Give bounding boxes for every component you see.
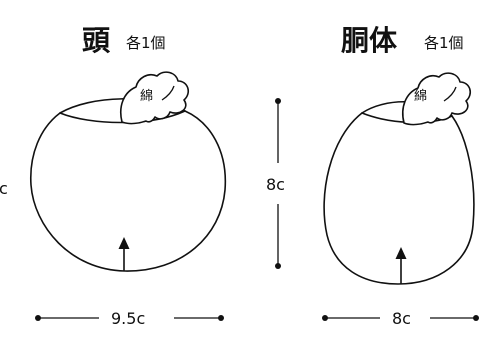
head-piece: 頭 各1個 綿 9.5c c: [0, 24, 227, 328]
head-width-label: 9.5c: [111, 309, 145, 328]
body-width-label: 8c: [392, 309, 411, 328]
body-cotton-label: 綿: [414, 89, 427, 104]
body-cotton: 綿: [402, 72, 472, 126]
head-cotton-label: 綿: [140, 89, 153, 104]
body-width-dimension: 8c: [322, 309, 479, 328]
head-cotton-puff: [120, 71, 190, 125]
head-outline: [29, 98, 227, 272]
body-height-label: 8c: [266, 175, 285, 194]
head-grain-arrow: [118, 237, 130, 271]
body-piece: 胴体 各1個 綿 8c 8c: [266, 24, 479, 328]
head-opening-line: [59, 110, 186, 124]
body-title: 胴体: [341, 24, 398, 57]
head-width-dimension: 9.5c: [35, 309, 224, 328]
head-title: 頭: [82, 24, 111, 57]
body-cotton-puff: [402, 72, 472, 126]
head-cotton-tuft: [161, 85, 175, 101]
body-cotton-tuft: [443, 86, 457, 102]
body-count: 各1個: [424, 34, 464, 52]
head-height-label: c: [0, 179, 8, 198]
head-cotton: 綿: [120, 71, 190, 125]
head-count: 各1個: [126, 34, 166, 52]
body-grain-arrow: [395, 247, 407, 284]
body-height-dimension: 8c: [266, 98, 285, 269]
